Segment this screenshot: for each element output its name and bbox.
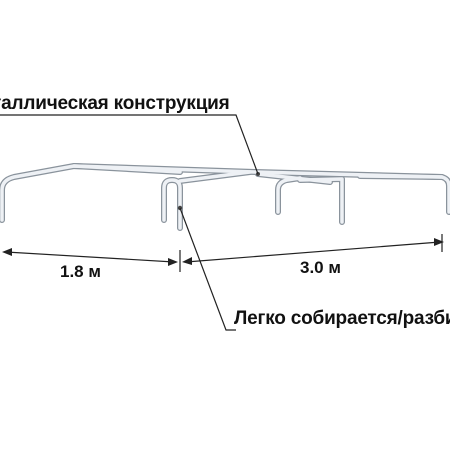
dimension-label-left: 1.8 м (60, 262, 101, 281)
callout-label-metal-structure: таллическая конструкция (0, 93, 230, 114)
arrow-right-end (434, 238, 444, 246)
dimension-label-right: 3.0 м (300, 258, 341, 277)
callout-line-top (0, 114, 259, 175)
callout-lines (0, 114, 259, 331)
dimension-lines (2, 234, 444, 272)
arrow-left-start (2, 248, 12, 256)
metal-frame (0, 163, 450, 231)
callout-label-easy-assembly: Легко собирается/разби (234, 308, 450, 329)
arrow-left-end (168, 258, 178, 266)
arrow-right-start (182, 257, 192, 265)
callout-line-right (179, 207, 236, 331)
